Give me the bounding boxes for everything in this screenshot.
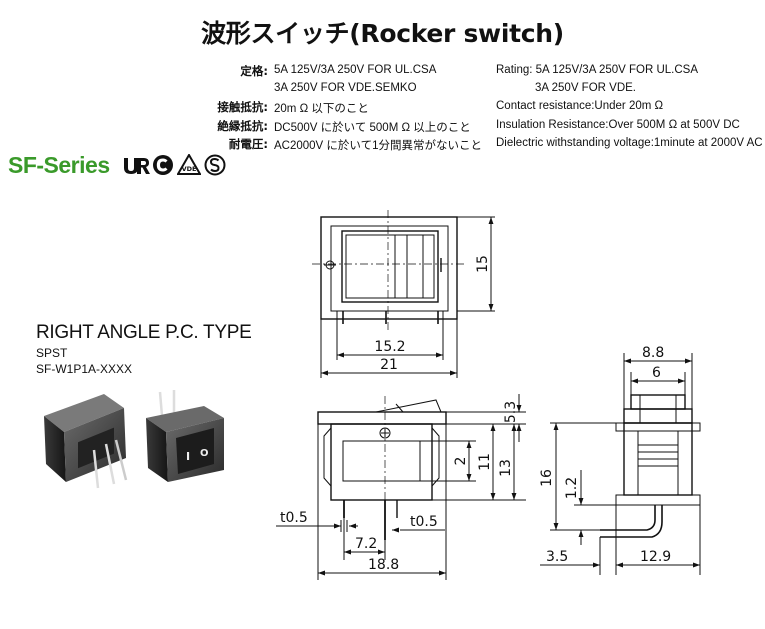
dim-end-width: 12.9: [640, 549, 671, 565]
vde-mark-icon: VDE: [177, 154, 201, 175]
dim-front-outer-width: 21: [380, 357, 398, 373]
insulation-en: Insulation Resistance:Over 500M Ω at 500…: [496, 119, 740, 131]
dim-pin-pitch: 7.2: [355, 536, 377, 552]
rating-label-jp: 定格:: [240, 64, 268, 78]
product-photo-off-symbol: O: [200, 448, 209, 459]
side-view: [276, 394, 526, 580]
dim-side-body: 11: [477, 453, 493, 471]
product-type-title: RIGHT ANGLE P.C. TYPE: [36, 322, 252, 343]
dim-pin-thickness-right: t0.5: [410, 514, 438, 530]
dielectric-en: Dielectric withstanding voltage:1minute …: [496, 137, 763, 149]
insulation-label-jp: 絶縁抵抗:: [217, 119, 268, 133]
dim-end-inner-width: 6: [652, 365, 661, 381]
dim-side-width: 18.8: [368, 557, 399, 573]
dim-front-inner-width: 15.2: [374, 339, 405, 355]
dim-side-top: 5.3: [503, 401, 519, 423]
dielectric-jp-value: AC2000V に於いて1分間異常がないこと: [274, 140, 482, 152]
dim-end-pin-offset: 1.2: [564, 477, 580, 499]
dielectric-label-jp: 耐電圧:: [228, 137, 268, 151]
product-photo-front: I O: [146, 390, 224, 482]
product-photo-on-symbol: I: [186, 450, 190, 463]
product-photo-rear: [44, 394, 128, 489]
product-photo: I O: [44, 390, 224, 489]
page-title: 波形スイッチ(Rocker switch): [201, 19, 564, 48]
front-view: [312, 210, 495, 378]
product-model: SF-W1P1A-XXXX: [36, 362, 133, 376]
end-view: [540, 353, 701, 575]
rating-en-line2: 3A 250V FOR VDE.: [535, 82, 636, 94]
svg-text:VDE: VDE: [182, 165, 197, 173]
rating-jp-line2: 3A 250V FOR VDE.SEMKO: [274, 82, 417, 94]
csa-mark-icon: [153, 155, 173, 175]
dim-end-pin-length: 3.5: [546, 549, 568, 565]
series-name: SF-Series: [8, 152, 110, 178]
dim-pin-thickness-left: t0.5: [280, 510, 308, 526]
semko-mark-icon: [204, 154, 226, 176]
rating-en-line1: Rating: 5A 125V/3A 250V FOR UL.CSA: [496, 64, 699, 76]
dim-side-mid: 2: [453, 457, 469, 466]
dim-front-height: 15: [475, 255, 491, 273]
ur-mark-icon: [124, 158, 150, 174]
insulation-jp-value: DC500V に於いて 500M Ω 以上のこと: [274, 122, 471, 134]
contact-jp-value: 20m Ω 以下のこと: [274, 103, 369, 115]
dim-side-total: 13: [498, 459, 514, 477]
dim-end-height: 16: [539, 469, 555, 487]
rating-jp-line1: 5A 125V/3A 250V FOR UL.CSA: [274, 64, 437, 76]
contact-label-jp: 接触抵抗:: [217, 100, 268, 114]
dim-end-top-width: 8.8: [642, 345, 664, 361]
product-pole: SPST: [36, 346, 68, 360]
contact-en: Contact resistance:Under 20m Ω: [496, 100, 664, 112]
